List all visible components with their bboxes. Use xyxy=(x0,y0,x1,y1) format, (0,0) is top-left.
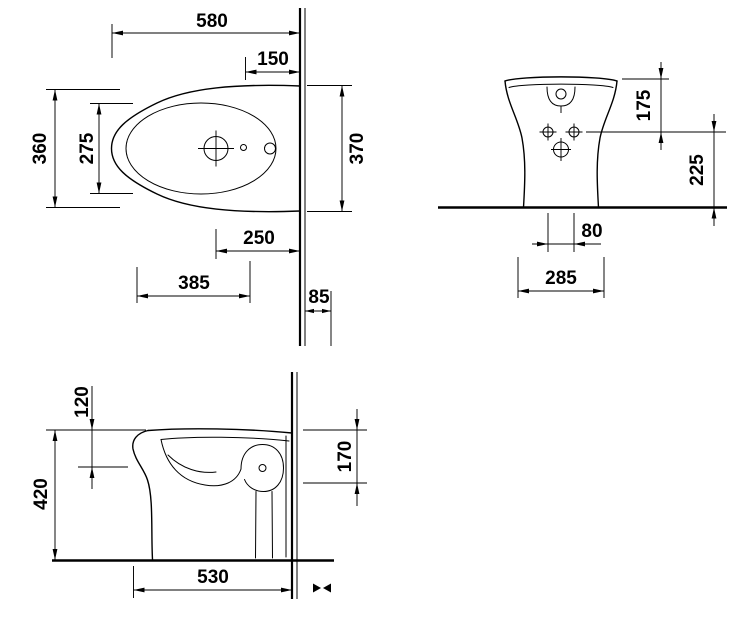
bidet-rim-side xyxy=(147,428,293,434)
arrowhead xyxy=(305,308,314,314)
arrowhead xyxy=(52,196,58,208)
arrowhead xyxy=(658,132,664,143)
dim-85: 85 xyxy=(305,287,332,346)
outlet-pipe xyxy=(271,491,273,559)
dim-label-360: 360 xyxy=(30,133,51,165)
arrowhead xyxy=(96,182,102,194)
dim-530: 530 xyxy=(133,566,292,598)
dim-385: 385 xyxy=(136,261,251,303)
dim-label-530: 530 xyxy=(197,567,229,588)
drain-center xyxy=(258,464,267,472)
dim-label-170: 170 xyxy=(335,441,356,473)
arrowhead xyxy=(354,483,360,494)
faucet-deck xyxy=(546,86,576,107)
dim-label-120: 120 xyxy=(72,386,93,418)
arrowhead xyxy=(89,467,95,478)
outlet-pipe xyxy=(255,491,257,559)
arrowhead xyxy=(711,207,717,219)
side-view: 120 420 170 530 xyxy=(31,372,367,599)
front-view: 175 225 80 285 xyxy=(438,62,727,298)
plan-view: 580 150 360 275 xyxy=(30,8,368,346)
arrowhead xyxy=(339,200,345,212)
dim-275: 275 xyxy=(77,103,133,194)
arrowhead xyxy=(518,288,529,294)
dim-label-150: 150 xyxy=(257,49,289,70)
arrowhead xyxy=(137,293,148,299)
dim-80: 80 xyxy=(532,213,603,252)
arrowhead xyxy=(96,103,102,115)
arrowhead xyxy=(245,69,257,75)
basin-ledge xyxy=(167,454,217,473)
basin-profile xyxy=(160,439,242,487)
arrowhead xyxy=(112,30,123,36)
bidet-outline-plan xyxy=(110,84,301,213)
bidet-outline-front-right xyxy=(596,80,618,209)
dim-170: 170 xyxy=(303,409,367,506)
bidet-outline-front-left xyxy=(504,80,526,209)
dim-label-175: 175 xyxy=(634,89,655,121)
arrowhead xyxy=(537,241,548,247)
arrowhead xyxy=(339,85,345,97)
arrowhead xyxy=(574,241,585,247)
bidet-outline-side-front xyxy=(132,429,154,561)
dim-label-275: 275 xyxy=(77,132,98,164)
faucet-hole xyxy=(555,88,567,100)
tap-hole xyxy=(198,130,234,167)
fixing-hole-right xyxy=(565,123,583,141)
arrowhead xyxy=(52,549,58,560)
dim-label-370: 370 xyxy=(347,133,368,165)
arrowhead xyxy=(658,68,664,79)
dim-label-250: 250 xyxy=(243,228,275,249)
arrowhead xyxy=(52,430,58,441)
dim-360: 360 xyxy=(30,89,120,208)
dim-label-420: 420 xyxy=(31,478,52,510)
bidet-rim-front xyxy=(504,76,618,82)
fixture-slot xyxy=(240,144,247,151)
dim-370: 370 xyxy=(307,85,368,212)
arrowhead xyxy=(216,248,227,254)
arrowhead xyxy=(313,583,321,593)
drain-trap xyxy=(240,443,285,493)
dim-580: 580 xyxy=(111,11,300,58)
dim-label-85: 85 xyxy=(308,287,330,308)
arrowhead xyxy=(281,587,292,593)
dim-label-385: 385 xyxy=(178,273,210,294)
arrowhead xyxy=(711,121,717,132)
arrowhead xyxy=(133,587,145,593)
arrowhead xyxy=(289,69,300,75)
arrowhead xyxy=(322,308,331,314)
arrowhead xyxy=(239,293,250,299)
arrowhead xyxy=(354,419,360,430)
arrowhead xyxy=(89,419,95,430)
dim-label-580: 580 xyxy=(196,11,228,32)
dim-250: 250 xyxy=(215,228,300,259)
dim-225: 225 xyxy=(687,114,717,226)
dim-label-80: 80 xyxy=(581,221,602,242)
water-inlet-hole xyxy=(264,142,276,155)
dim-285: 285 xyxy=(517,257,605,298)
arrowhead xyxy=(52,89,58,101)
fixing-hole-left xyxy=(539,123,557,141)
drain-hole xyxy=(551,138,571,161)
break-symbol-icon xyxy=(313,583,331,593)
dim-120: 120 xyxy=(46,386,146,489)
dim-420: 420 xyxy=(31,430,58,560)
dim-label-285: 285 xyxy=(545,268,577,289)
inner-rim-side xyxy=(160,436,290,442)
arrowhead xyxy=(593,288,604,294)
arrowhead xyxy=(323,583,331,593)
dim-175: 175 xyxy=(586,62,726,150)
arrowhead xyxy=(289,248,300,254)
arrowhead xyxy=(289,30,300,36)
bidet-inner-rim-front xyxy=(508,83,614,88)
dim-150: 150 xyxy=(245,49,300,80)
dim-label-225: 225 xyxy=(687,154,708,186)
